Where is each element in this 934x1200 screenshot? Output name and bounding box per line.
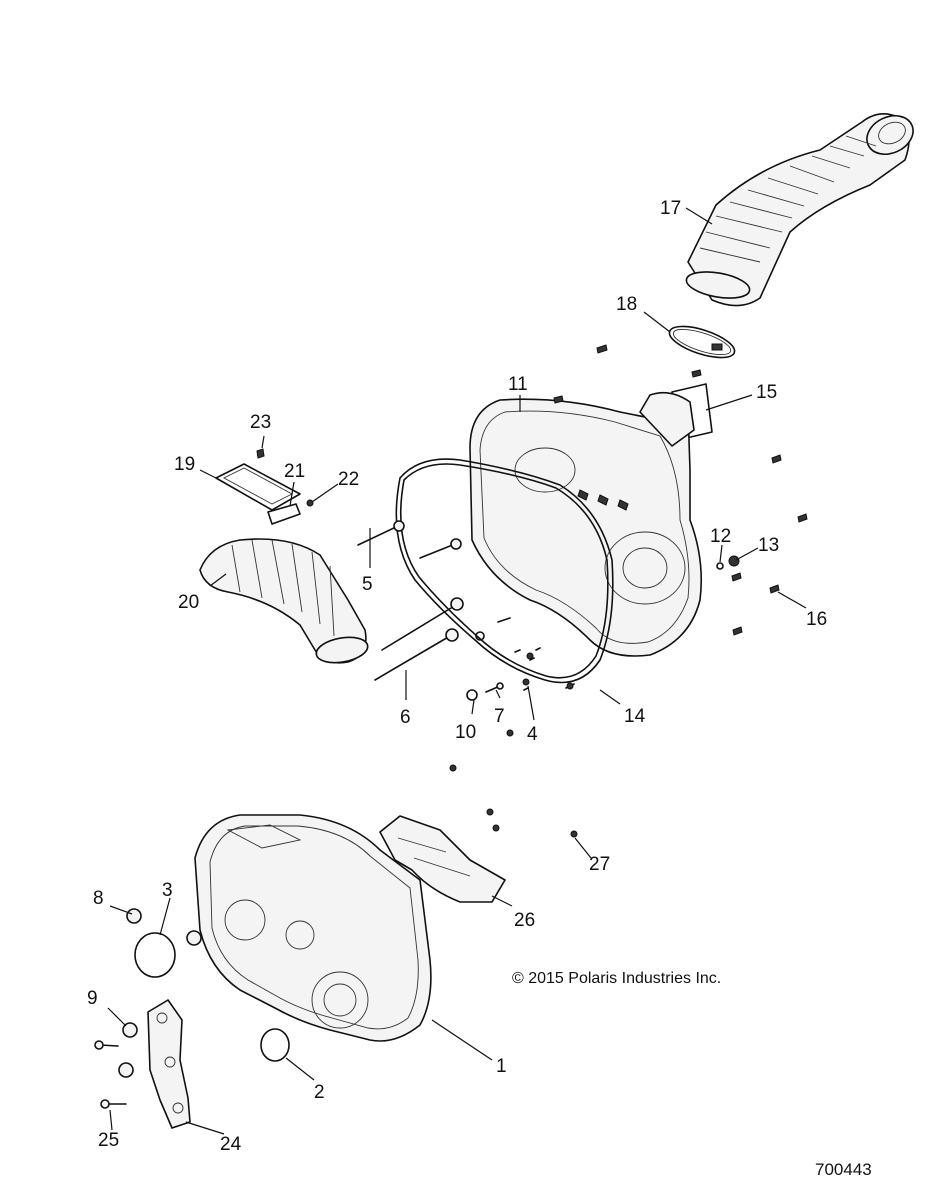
cover-seal-part-14 — [395, 458, 614, 684]
heat-shield-part-26 — [379, 815, 506, 903]
inner-clutch-cover-part-1 — [194, 814, 432, 1042]
small-bolts-hardware — [449, 344, 808, 838]
callout-6: 6 — [400, 707, 411, 728]
callout-14: 14 — [624, 706, 646, 727]
outer-clutch-cover-part-11 — [469, 391, 702, 657]
callout-20: 20 — [178, 592, 199, 613]
intake-duct-part-20 — [199, 538, 369, 664]
long-bolts-part-5 — [357, 520, 462, 559]
callout-11: 11 — [508, 374, 528, 395]
callout-2: 2 — [314, 1082, 325, 1103]
plug-part-8 — [126, 908, 202, 946]
callout-17: 17 — [660, 198, 681, 219]
air-duct-hose-part-17 — [685, 113, 914, 307]
callout-25: 25 — [98, 1130, 119, 1151]
callout-9: 9 — [87, 988, 98, 1009]
callout-4: 4 — [527, 724, 538, 745]
callout-3: 3 — [162, 880, 173, 901]
leader-lines — [107, 207, 807, 1135]
callout-18: 18 — [616, 294, 637, 315]
callout-1: 1 — [496, 1056, 507, 1077]
document-number: 700443 — [815, 1160, 872, 1179]
mount-bracket-part-24 — [147, 999, 191, 1129]
long-bolts-part-6 — [374, 597, 464, 681]
callout-12: 12 — [710, 526, 731, 547]
callout-24: 24 — [220, 1134, 242, 1155]
callout-13: 13 — [758, 535, 779, 556]
o-ring-part-3 — [134, 932, 176, 978]
callout-15: 15 — [756, 382, 777, 403]
callout-22: 22 — [338, 469, 359, 490]
screw-part-22 — [306, 499, 314, 507]
callout-10: 10 — [455, 722, 476, 743]
callout-labels: 17 18 15 11 12 13 16 23 19 21 22 20 5 6 … — [87, 198, 827, 1155]
callout-21: 21 — [284, 461, 305, 482]
callout-19: 19 — [174, 454, 195, 475]
callout-8: 8 — [93, 888, 104, 909]
plug-part-9 — [118, 1022, 138, 1078]
callout-5: 5 — [362, 574, 373, 595]
bracket-part-21 — [267, 503, 301, 525]
bolt-part-25 — [94, 1040, 127, 1109]
hose-clamp-part-18 — [668, 325, 736, 359]
callout-7: 7 — [494, 706, 505, 727]
callout-26: 26 — [514, 910, 535, 931]
screw-part-23 — [256, 448, 265, 459]
callout-16: 16 — [806, 609, 827, 630]
callout-23: 23 — [250, 412, 271, 433]
copyright-notice: © 2015 Polaris Industries Inc. — [512, 970, 722, 987]
o-ring-part-2 — [260, 1028, 290, 1062]
callout-27: 27 — [589, 854, 610, 875]
